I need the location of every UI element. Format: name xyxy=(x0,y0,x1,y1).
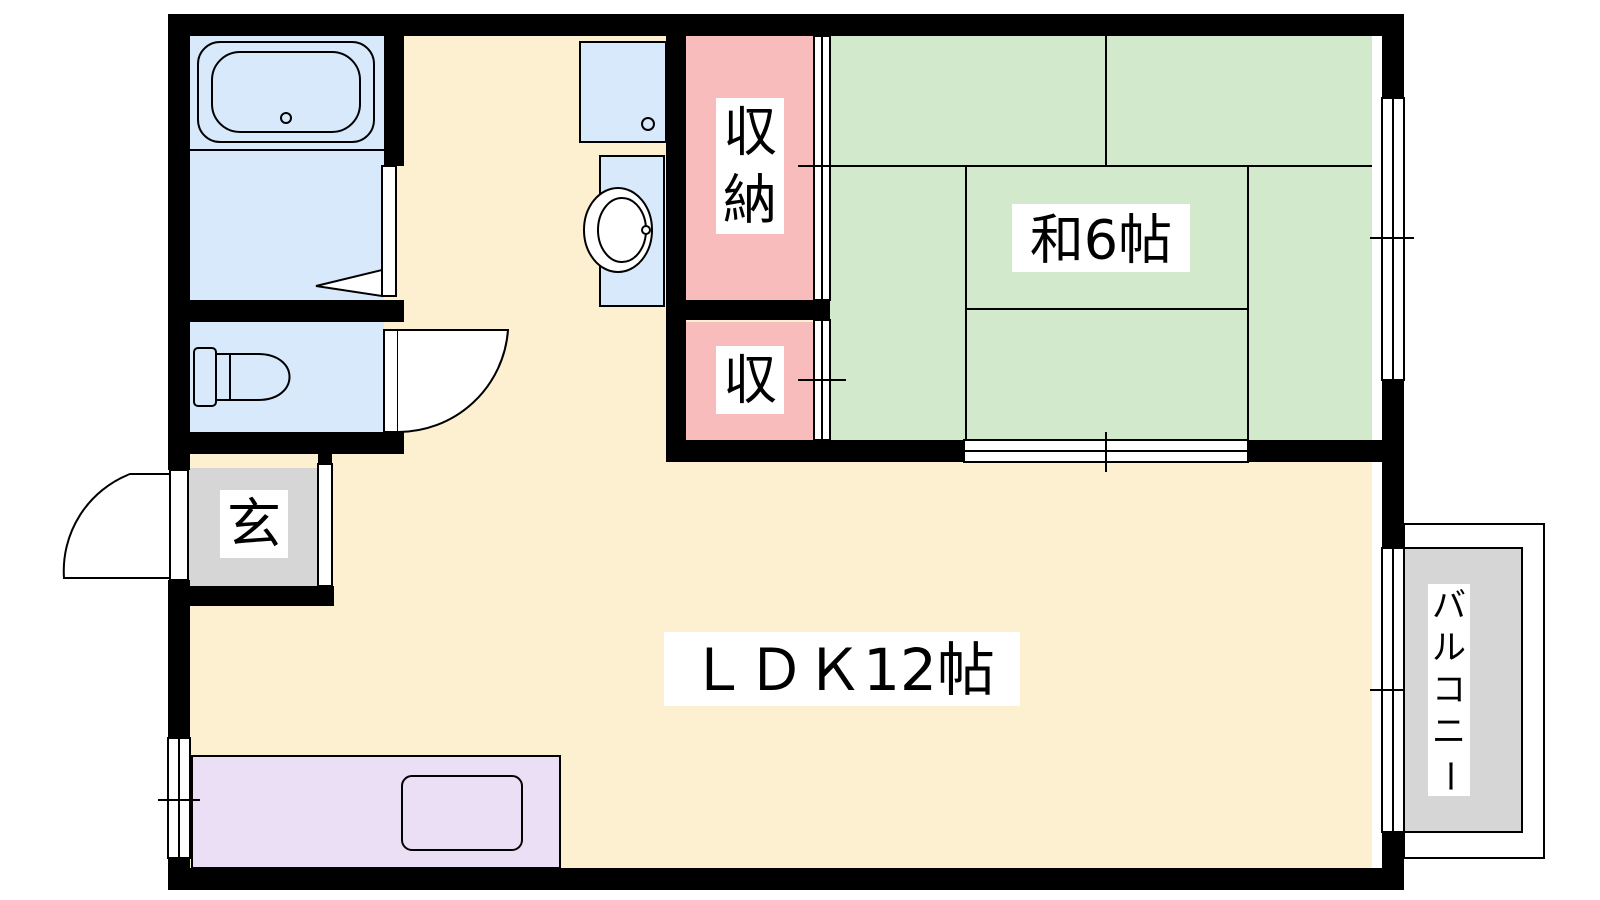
balcony-label-3: コ xyxy=(1432,670,1466,710)
entrance-frame-left xyxy=(169,469,189,581)
kitchen-sink-icon xyxy=(401,775,523,851)
closet-top-label-2: 納 xyxy=(723,169,777,232)
ldk-label: ＬＤＫ12帖 xyxy=(689,636,995,704)
washbasin-icon xyxy=(583,155,665,307)
closet-small-label: 収 xyxy=(723,349,777,412)
entrance-door-swing-icon xyxy=(62,473,171,579)
balcony-label-4: ニ xyxy=(1432,712,1466,752)
closet-small-label-bg xyxy=(716,346,784,414)
washing-machine-icon xyxy=(579,41,667,143)
washitsu-label: 和6帖 xyxy=(1030,209,1172,272)
closet-top-label-1: 収 xyxy=(723,101,777,164)
balcony-label-bg xyxy=(1428,584,1470,796)
entrance-frame-right xyxy=(317,463,333,587)
washitsu-window xyxy=(1370,97,1414,381)
entrance-label-bg xyxy=(220,490,288,558)
bath-door-frame xyxy=(381,165,397,297)
closet-sliding-doors xyxy=(798,35,846,441)
toilet-door-frame xyxy=(383,329,399,433)
tatami-grid xyxy=(830,34,1372,440)
bathtub-icon xyxy=(197,41,375,143)
washitsu-sliding-door xyxy=(963,432,1249,472)
balcony-label-1: バ xyxy=(1432,586,1466,626)
ldk-window-left xyxy=(158,737,200,859)
walls xyxy=(168,14,1404,890)
balcony-label-2: ル xyxy=(1432,628,1466,668)
ldk-label-bg xyxy=(664,632,1020,706)
toilet-door-swing-icon xyxy=(397,329,510,434)
balcony-label-5: ー xyxy=(1429,759,1469,793)
closet-top-label-bg xyxy=(716,98,784,234)
toilet-icon xyxy=(193,347,291,407)
entrance-label: 玄 xyxy=(227,493,281,556)
washitsu-label-bg xyxy=(1012,204,1190,272)
